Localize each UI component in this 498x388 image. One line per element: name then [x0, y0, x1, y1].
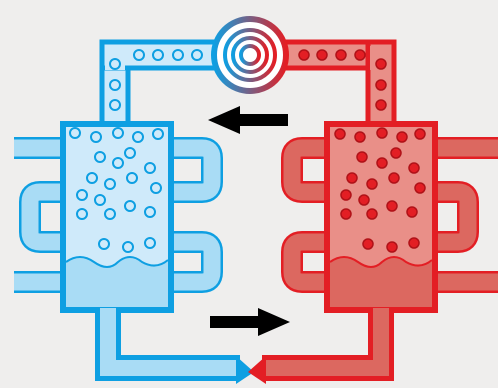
expansion-valve-hot-half	[248, 356, 266, 384]
hot-bubbles	[298, 49, 426, 253]
arrow-right-icon	[210, 308, 290, 336]
hot-coil	[281, 137, 498, 293]
evaporator-liquid	[66, 257, 168, 307]
condenser-unit	[248, 39, 498, 384]
compressor-icon	[211, 16, 289, 94]
arrow-left-icon	[208, 106, 288, 134]
condenser-liquid	[330, 257, 432, 307]
cold-bubbles	[69, 49, 203, 253]
hot-bottom-pipe	[262, 308, 394, 381]
expansion-valve-cold-half	[236, 356, 254, 384]
evaporator-unit	[14, 39, 254, 384]
cold-coil	[14, 137, 223, 293]
